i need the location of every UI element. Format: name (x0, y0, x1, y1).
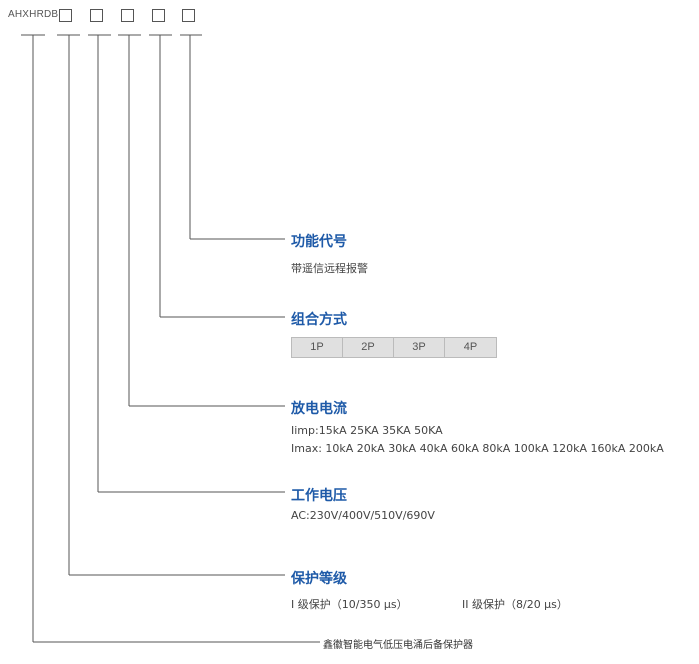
protection-level-1: I 级保护（10/350 μs） (291, 598, 408, 611)
discharge-current-title: 放电电流 (291, 401, 347, 417)
model-box-5 (182, 9, 195, 22)
combination-title: 组合方式 (291, 312, 347, 328)
working-voltage-desc: AC:230V/400V/510V/690V (291, 509, 435, 522)
protection-level-2: II 级保护（8/20 μs） (462, 598, 568, 611)
model-box-4 (152, 9, 165, 22)
combination-option: 2P (343, 338, 394, 357)
model-prefix: AHXHRDB (8, 9, 59, 20)
model-box-1 (59, 9, 72, 22)
discharge-imax: Imax: 10kA 20kA 30kA 40kA 60kA 80kA 100k… (291, 442, 664, 455)
working-voltage-title: 工作电压 (291, 488, 347, 504)
footer-product-name: 鑫徽智能电气低压电涌后备保护器 (323, 640, 473, 651)
combination-option: 1P (292, 338, 343, 357)
model-box-2 (90, 9, 103, 22)
combination-option: 4P (463, 341, 478, 353)
function-code-desc: 带遥信远程报警 (291, 262, 368, 275)
model-box-3 (121, 9, 134, 22)
combination-option: 3P (394, 338, 445, 357)
discharge-iimp: Iimp:15kA 25KA 35KA 50KA (291, 424, 443, 437)
combination-table: 1P 2P 3P 4P (291, 337, 497, 358)
protection-level-title: 保护等级 (291, 571, 347, 587)
function-code-title: 功能代号 (291, 234, 347, 250)
